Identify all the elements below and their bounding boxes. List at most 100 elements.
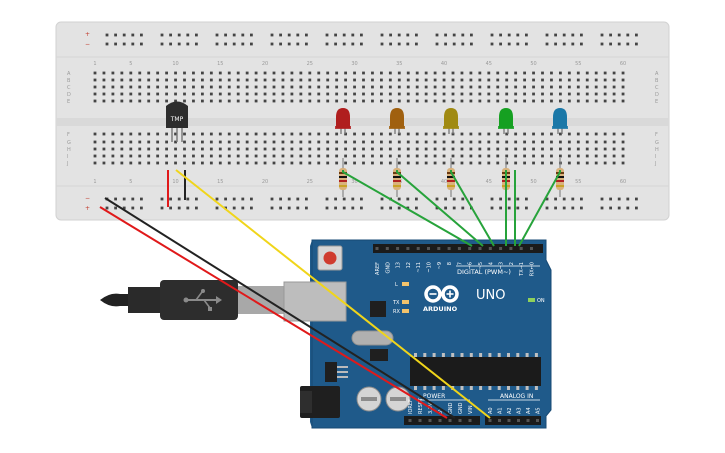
rail-hole[interactable] [470,197,473,201]
rail-hole[interactable] [415,197,418,201]
breadboard-hole[interactable] [218,92,222,96]
rail-hole[interactable] [389,206,392,210]
breadboard-hole[interactable] [559,154,562,158]
breadboard-hole[interactable] [514,92,518,96]
breadboard-hole[interactable] [460,147,464,151]
breadboard-hole[interactable] [192,85,195,89]
rail-hole[interactable] [195,206,198,210]
breadboard-hole[interactable] [120,140,124,144]
breadboard-hole[interactable] [317,154,321,158]
breadboard-hole[interactable] [209,132,213,136]
rail-hole[interactable] [325,197,329,201]
rail-hole[interactable] [105,42,109,46]
breadboard-hole[interactable] [227,154,231,158]
breadboard-hole[interactable] [183,161,186,165]
breadboard-hole[interactable] [183,78,186,82]
breadboard-hole[interactable] [156,161,160,165]
breadboard-hole[interactable] [532,92,535,96]
breadboard-hole[interactable] [415,132,419,136]
breadboard-hole[interactable] [201,154,204,158]
breadboard-hole[interactable] [129,92,133,96]
breadboard-hole[interactable] [532,71,535,75]
breadboard-hole[interactable] [290,71,294,75]
breadboard-hole[interactable] [397,85,401,89]
rail-hole[interactable] [406,42,410,46]
breadboard-hole[interactable] [335,92,339,96]
breadboard-hole[interactable] [621,71,625,75]
breadboard-hole[interactable] [541,85,544,89]
breadboard-hole[interactable] [532,78,535,82]
breadboard-hole[interactable] [192,147,195,151]
breadboard-hole[interactable] [317,99,321,103]
breadboard-hole[interactable] [380,154,383,158]
analog-pin-socket[interactable] [507,419,511,422]
breadboard-hole[interactable] [245,140,249,144]
breadboard-hole[interactable] [272,154,276,158]
breadboard-hole[interactable] [254,161,258,165]
breadboard-hole[interactable] [388,154,392,158]
breadboard-hole[interactable] [460,154,464,158]
breadboard-hole[interactable] [550,161,553,165]
rail-hole[interactable] [609,33,612,37]
breadboard-hole[interactable] [183,92,186,96]
breadboard-hole[interactable] [415,92,419,96]
rail-hole[interactable] [160,33,164,37]
rail-hole[interactable] [545,197,549,201]
breadboard-hole[interactable] [165,140,168,144]
breadboard-hole[interactable] [272,147,276,151]
breadboard-hole[interactable] [469,132,473,136]
wire-black-gnd[interactable] [104,197,456,419]
breadboard-hole[interactable] [209,154,213,158]
breadboard-hole[interactable] [388,78,392,82]
breadboard-hole[interactable] [111,71,115,75]
breadboard-hole[interactable] [344,78,347,82]
rail-hole[interactable] [122,42,126,46]
breadboard-hole[interactable] [93,147,97,151]
breadboard-hole[interactable] [165,132,168,136]
breadboard-hole[interactable] [290,92,294,96]
breadboard-hole[interactable] [621,92,625,96]
breadboard-hole[interactable] [576,132,580,136]
breadboard-hole[interactable] [353,71,356,75]
rail-hole[interactable] [516,33,520,37]
rail-hole[interactable] [461,42,465,46]
rail-hole[interactable] [325,206,329,210]
breadboard-hole[interactable] [576,78,580,82]
breadboard-hole[interactable] [523,71,526,75]
breadboard-hole[interactable] [397,78,401,82]
breadboard-hole[interactable] [433,92,437,96]
breadboard-hole[interactable] [388,161,392,165]
breadboard-hole[interactable] [192,78,195,82]
breadboard-hole[interactable] [290,154,294,158]
breadboard-hole[interactable] [326,147,330,151]
breadboard-hole[interactable] [335,78,339,82]
rail-hole[interactable] [461,206,465,210]
rail-hole[interactable] [160,206,164,210]
breadboard-hole[interactable] [415,71,419,75]
breadboard-hole[interactable] [353,147,356,151]
breadboard-hole[interactable] [93,99,97,103]
rail-hole[interactable] [562,42,566,46]
rail-hole[interactable] [131,197,135,201]
breadboard-hole[interactable] [227,78,231,82]
breadboard-hole[interactable] [478,85,482,89]
rail-hole[interactable] [241,206,245,210]
breadboard-hole[interactable] [317,92,321,96]
breadboard-hole[interactable] [388,85,392,89]
rail-hole[interactable] [525,197,528,201]
breadboard-hole[interactable] [442,85,446,89]
breadboard-hole[interactable] [594,147,598,151]
breadboard-hole[interactable] [156,71,160,75]
breadboard-hole[interactable] [147,99,151,103]
rail-hole[interactable] [554,197,557,201]
breadboard-hole[interactable] [254,85,258,89]
breadboard-hole[interactable] [585,85,589,89]
breadboard-hole[interactable] [129,71,133,75]
power-pin-socket[interactable] [458,419,462,422]
breadboard-hole[interactable] [344,147,347,151]
breadboard-hole[interactable] [245,154,249,158]
breadboard-hole[interactable] [263,78,267,82]
breadboard-hole[interactable] [532,161,535,165]
breadboard-hole[interactable] [380,132,383,136]
breadboard-hole[interactable] [102,78,106,82]
